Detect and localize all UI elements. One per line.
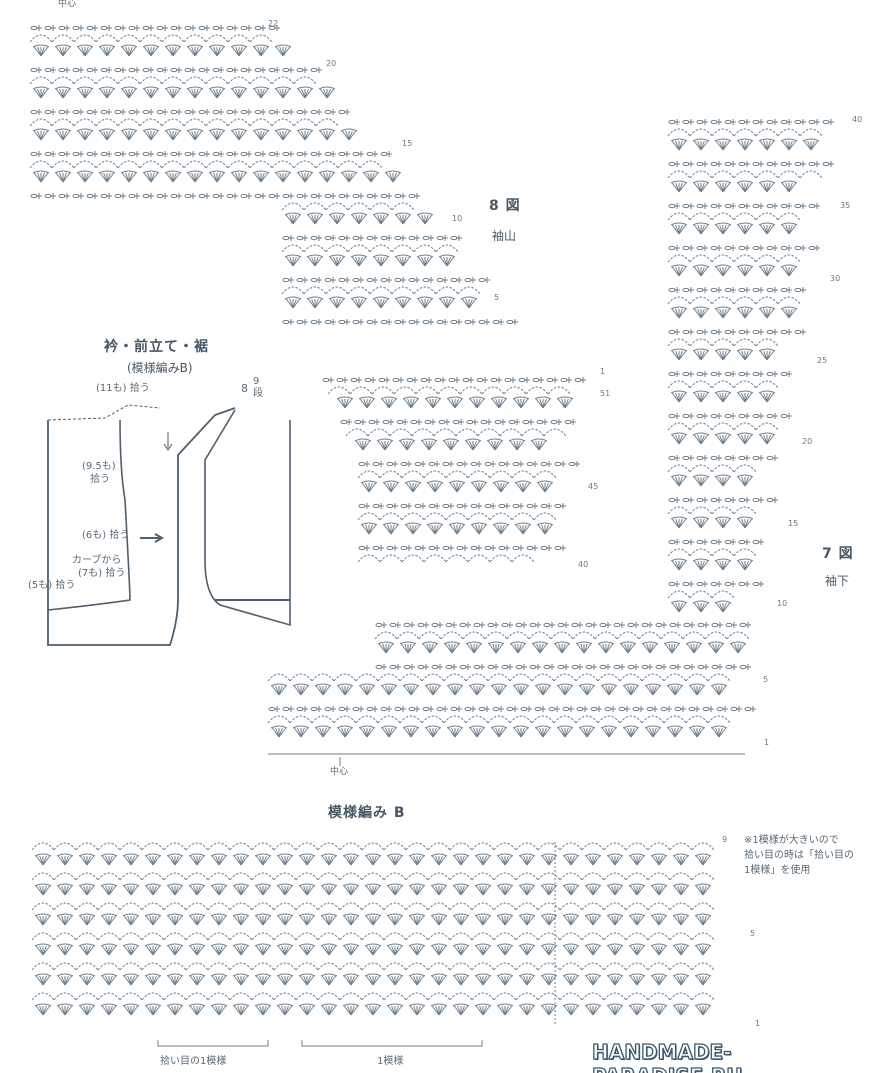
row-number: 10: [777, 599, 788, 608]
pick-one-repeat-label: 拾い目の1模様: [160, 1056, 227, 1067]
row-number: 5: [763, 675, 769, 684]
figure-8-subtitle: 袖山: [492, 229, 517, 243]
row-number: 22: [268, 19, 279, 28]
row-number: 10: [452, 214, 463, 223]
pick-9-5-label: (9.5も): [82, 461, 116, 472]
row-number: 1: [755, 1019, 761, 1028]
vest-schematic: [47, 404, 291, 646]
rows-dan-label: 段: [253, 388, 263, 399]
row-number: 9: [722, 835, 728, 844]
pick-7-label: (7も) 拾う: [78, 568, 126, 579]
center-label-top: 中心: [58, 0, 77, 9]
pick-9-5-label-b: 拾う: [90, 474, 110, 485]
center-label-bottom: 中心: [330, 767, 349, 777]
pick-11-label: (11も) 拾う: [96, 383, 150, 394]
row-number: 40: [578, 560, 589, 569]
pick-5-label: (5も) 拾う: [28, 580, 76, 591]
note-line-2: 拾い目の時は「拾い目の: [744, 850, 854, 861]
row-number: 20: [802, 437, 813, 446]
rows-9-label: 9: [253, 376, 260, 387]
one-repeat-label: 1模様: [377, 1056, 404, 1067]
row-number: 15: [402, 139, 413, 148]
row-number: 20: [326, 59, 337, 68]
pick-6-label: (6も) 拾う: [82, 530, 130, 541]
stitch-layer: [29, 25, 834, 1047]
row-number: 5: [494, 293, 500, 302]
pattern-b-title: 模様編み B: [328, 805, 406, 821]
row-number: 40: [852, 115, 863, 124]
watermark-logo: HANDMADE-PARADISE.RU: [591, 1039, 743, 1073]
note-line-3: 1模様」を使用: [744, 865, 811, 876]
vest-title: 衿・前立て・裾: [104, 339, 209, 355]
row-number: 15: [788, 519, 799, 528]
vest-subtitle: (模様編みB): [127, 361, 193, 375]
row-number: 30: [830, 274, 841, 283]
row-number: 5: [750, 929, 756, 938]
figure-7-subtitle: 袖下: [825, 574, 850, 588]
curve-from-label: カーブから: [72, 555, 122, 566]
row-number: 1: [764, 738, 770, 747]
row-number: 35: [840, 201, 851, 210]
row-number: 1: [600, 367, 606, 376]
rows-8-label: 8: [241, 382, 248, 395]
row-number: 25: [817, 356, 828, 365]
row-number: 45: [588, 482, 599, 491]
note-line-1: ※1模様が大きいので: [744, 835, 839, 846]
figure-8-title: 8 図: [489, 198, 521, 214]
row-number: 51: [600, 389, 611, 398]
figure-7-title: 7 図: [822, 546, 854, 562]
